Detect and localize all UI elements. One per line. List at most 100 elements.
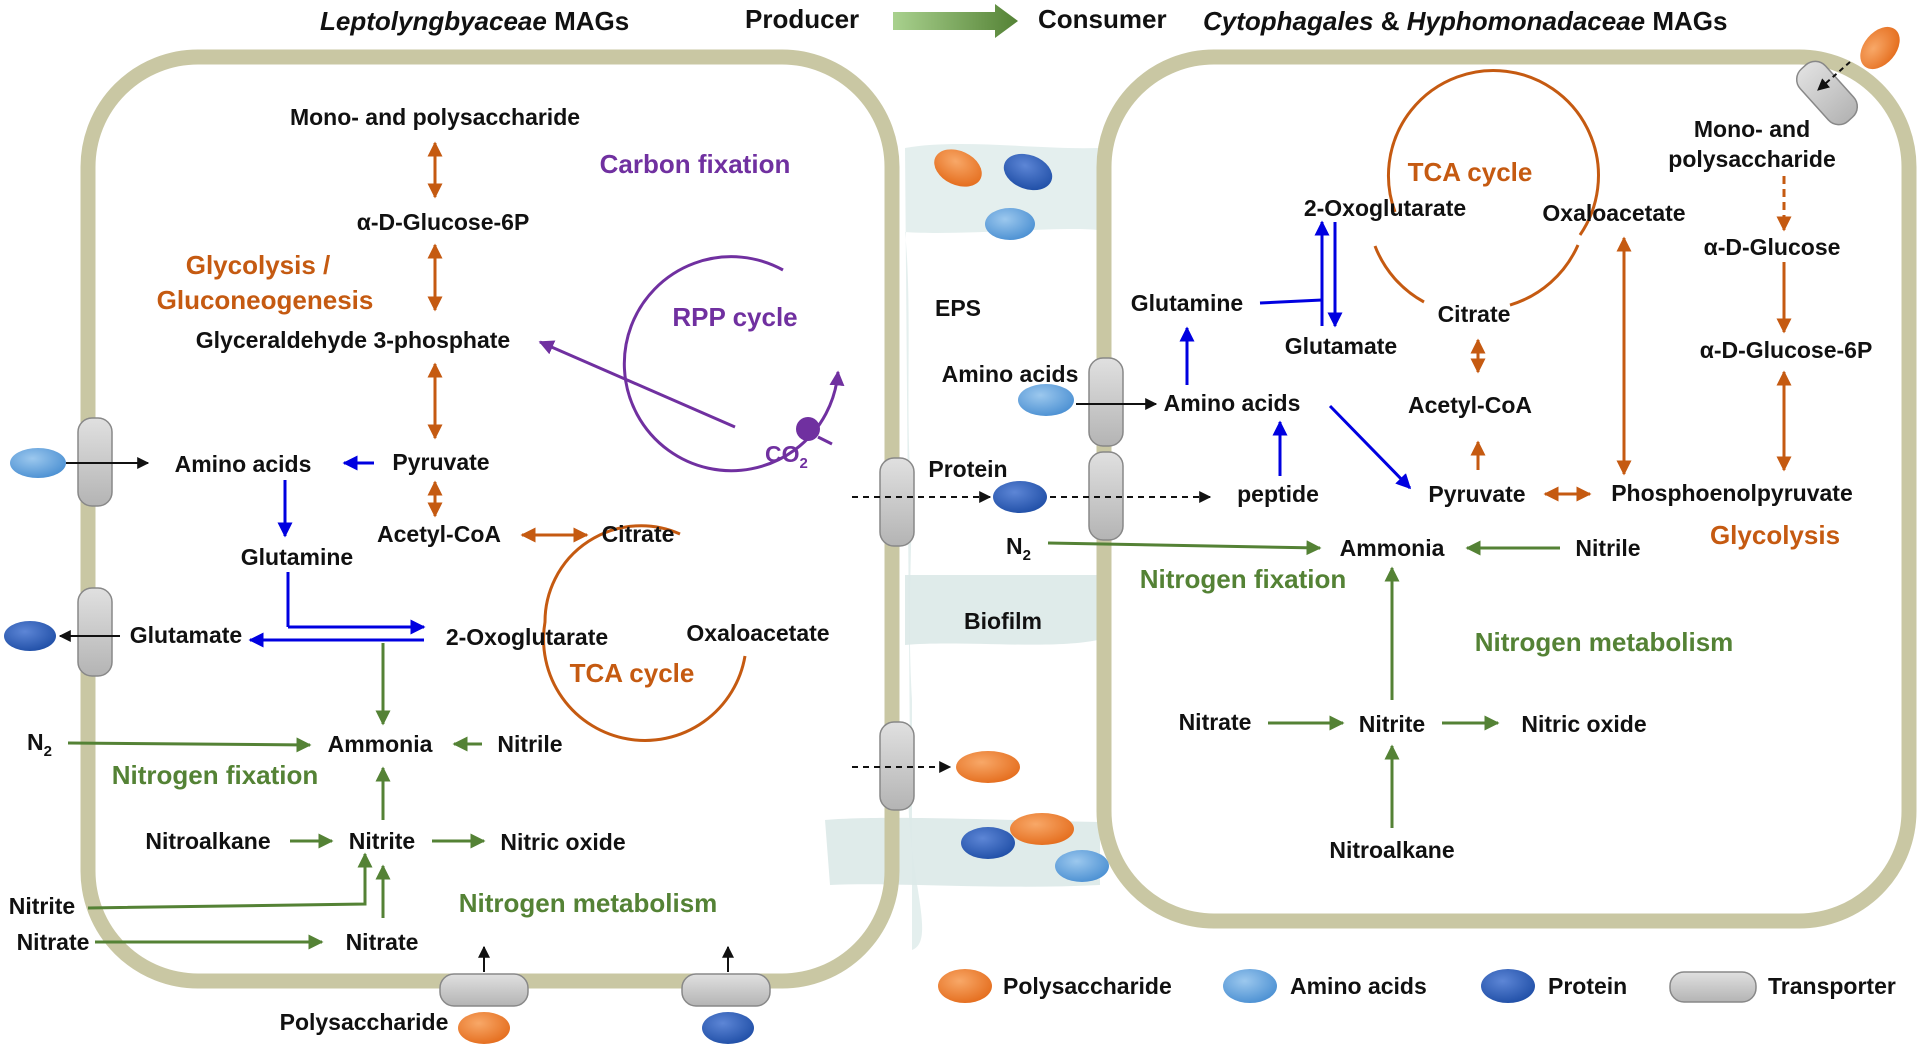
legend-transporter-swatch — [1669, 971, 1757, 1003]
protein-molecule — [702, 1012, 754, 1044]
left-nitrile: Nitrile — [497, 731, 562, 757]
right-pyruvate: Pyruvate — [1428, 481, 1525, 507]
left-oxaloacetate: Oxaloacetate — [686, 620, 829, 646]
producer-consumer-arrow — [893, 4, 1018, 38]
right-glucose-6p: α-D-Glucose-6P — [1700, 337, 1873, 363]
transporter — [77, 587, 113, 677]
transporter — [879, 457, 915, 547]
right-nitrile: Nitrile — [1575, 535, 1640, 561]
left-acetyl-coa: Acetyl-CoA — [377, 521, 501, 547]
left-amino-acids: Amino acids — [175, 451, 312, 477]
left-header: Leptolyngbyaceae MAGs — [320, 6, 629, 36]
legend-amino-acids: Amino acids — [1290, 973, 1427, 999]
left-gluconeogenesis-label: Gluconeogenesis — [157, 285, 374, 315]
right-nitric-oxide: Nitric oxide — [1521, 711, 1646, 737]
co2-label: CO2 — [765, 441, 808, 472]
consumer-label: Consumer — [1038, 4, 1167, 34]
right-phosphoenolpyruvate: Phosphoenolpyruvate — [1611, 480, 1853, 506]
right-nitrite: Nitrite — [1359, 711, 1425, 737]
transporter — [1088, 357, 1124, 447]
co2-dot — [796, 417, 820, 441]
producer-label: Producer — [745, 4, 859, 34]
left-glycolysis-label: Glycolysis / — [186, 250, 331, 280]
right-nitroalkane: Nitroalkane — [1329, 837, 1454, 863]
legend-transporter: Transporter — [1768, 973, 1896, 999]
polysaccharide-molecule — [1860, 26, 1900, 70]
right-acetyl-coa: Acetyl-CoA — [1408, 392, 1532, 418]
middle-amino-acids: Amino acids — [942, 361, 1079, 387]
left-nitric-oxide: Nitric oxide — [500, 829, 625, 855]
middle-labels: EPS Amino acids Protein Biofilm — [928, 295, 1078, 634]
rpp-cycle-label: RPP cycle — [672, 302, 797, 332]
right-cell-labels: TCA cycle 2-Oxoglutarate Oxaloacetate Mo… — [1006, 116, 1872, 863]
left-nitroalkane: Nitroalkane — [145, 828, 270, 854]
amino-acid-molecule — [985, 208, 1035, 240]
protein-molecule — [1003, 153, 1053, 191]
protein-molecule — [993, 481, 1047, 513]
left-glucose-6p: α-D-Glucose-6P — [357, 209, 530, 235]
transporter — [439, 973, 529, 1007]
middle-protein: Protein — [928, 456, 1007, 482]
right-mono-and: Mono- and — [1694, 116, 1810, 142]
right-tca-ring-left — [1373, 245, 1425, 304]
right-tca-ring-top — [1387, 69, 1600, 236]
right-tca-cycle-label: TCA cycle — [1408, 157, 1533, 187]
left-nitrogen-fixation-label: Nitrogen fixation — [112, 760, 319, 790]
right-oxaloacetate: Oxaloacetate — [1542, 200, 1685, 226]
right-glucose: α-D-Glucose — [1704, 234, 1841, 260]
biofilm-label: Biofilm — [964, 608, 1042, 634]
left-2-oxoglutarate: 2-Oxoglutarate — [446, 624, 608, 650]
legend-polysaccharide: Polysaccharide — [1003, 973, 1172, 999]
polysaccharide-molecule — [458, 1012, 510, 1044]
right-n2: N2 — [1006, 533, 1031, 564]
right-2-oxoglutarate: 2-Oxoglutarate — [1304, 195, 1466, 221]
molecules — [4, 26, 1900, 1044]
left-mono-polysaccharide: Mono- and polysaccharide — [290, 104, 580, 130]
right-citrate: Citrate — [1438, 301, 1511, 327]
protein-molecule — [4, 621, 56, 651]
right-nitrogen-metabolism-label: Nitrogen metabolism — [1475, 627, 1734, 657]
carbon-fixation-label: Carbon fixation — [600, 149, 791, 179]
right-glutamate: Glutamate — [1285, 333, 1397, 359]
eps-label: EPS — [935, 295, 981, 321]
left-arrows — [58, 141, 736, 972]
polysaccharide-molecule — [934, 149, 982, 187]
left-nitrogen-metabolism-label: Nitrogen metabolism — [459, 888, 718, 918]
left-g3p: Glyceraldehyde 3-phosphate — [196, 327, 510, 353]
right-nitrogen-fixation-label: Nitrogen fixation — [1140, 564, 1347, 594]
right-peptide: peptide — [1237, 481, 1319, 507]
left-glutamate: Glutamate — [130, 622, 242, 648]
right-ammonia: Ammonia — [1340, 535, 1445, 561]
left-tca-ring — [542, 524, 747, 742]
middle-arrows — [852, 61, 1851, 773]
right-tca-ring-right — [1509, 244, 1580, 307]
right-arrows — [1047, 176, 1792, 828]
left-nitrate: Nitrate — [346, 929, 419, 955]
amino-acid-molecule — [10, 448, 66, 478]
transporter — [681, 973, 771, 1007]
right-header: Cytophagales & Hyphomonadaceae MAGs — [1203, 6, 1727, 36]
left-polysaccharide-external: Polysaccharide — [280, 1009, 449, 1035]
left-tca-cycle-label: TCA cycle — [570, 658, 695, 688]
left-glutamine: Glutamine — [241, 544, 353, 570]
right-glutamine: Glutamine — [1131, 290, 1243, 316]
right-polysaccharide: polysaccharide — [1668, 146, 1835, 172]
left-nitrate-external: Nitrate — [17, 929, 90, 955]
left-nitrite: Nitrite — [349, 828, 415, 854]
legend: Polysaccharide Amino acids Protein Trans… — [938, 969, 1896, 1003]
amino-acid-molecule — [1018, 384, 1074, 416]
left-cell-labels: Mono- and polysaccharide α-D-Glucose-6P … — [9, 104, 830, 1035]
left-nitrite-external: Nitrite — [9, 893, 75, 919]
left-n2: N2 — [27, 729, 52, 760]
left-ammonia: Ammonia — [328, 731, 433, 757]
protein-molecule — [961, 827, 1015, 859]
transporter — [1795, 60, 1859, 126]
legend-amino-acids-swatch — [1223, 969, 1277, 1003]
polysaccharide-molecule — [956, 751, 1020, 783]
amino-acid-molecule — [1055, 850, 1109, 882]
right-nitrate: Nitrate — [1179, 709, 1252, 735]
left-citrate: Citrate — [602, 521, 675, 547]
polysaccharide-molecule — [1010, 813, 1074, 845]
left-pyruvate: Pyruvate — [392, 449, 489, 475]
rpp-cycle-ring — [622, 255, 845, 473]
